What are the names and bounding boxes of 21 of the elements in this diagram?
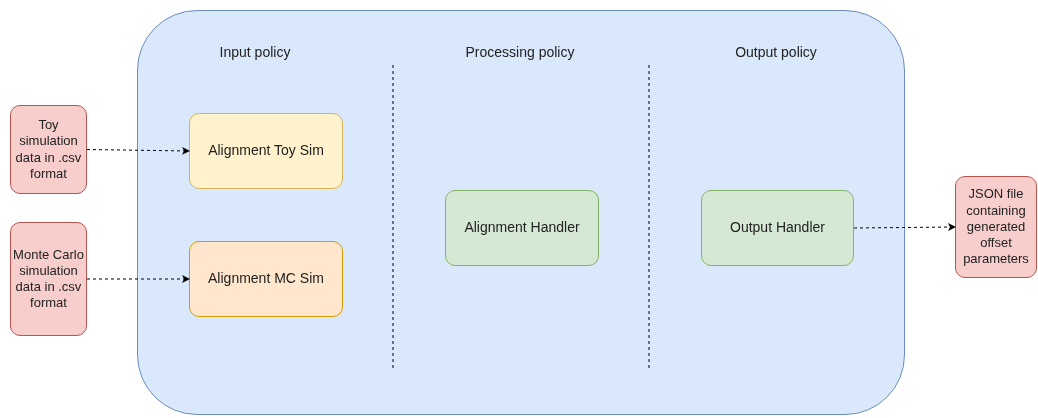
node-label: Toy simulation data in .csv format xyxy=(14,117,83,182)
process-box xyxy=(189,241,343,317)
arrow xyxy=(853,223,956,232)
node-label: Output Handler xyxy=(730,219,825,237)
node-label: Alignment Toy Sim xyxy=(208,142,324,160)
process-box xyxy=(701,190,854,266)
section-heading: Output policy xyxy=(735,44,817,60)
data-box xyxy=(10,222,87,336)
node-label: Alignment Handler xyxy=(464,219,580,237)
process-box xyxy=(189,113,343,189)
process-box xyxy=(445,190,599,266)
container-box xyxy=(137,10,905,415)
section-heading: Processing policy xyxy=(465,44,575,60)
node-label: Monte Carlo simulation data in .csv format xyxy=(13,246,84,312)
section-heading: Input policy xyxy=(219,44,291,60)
arrow xyxy=(86,275,190,283)
node-label: JSON file containing generated offset parameters xyxy=(962,186,1030,268)
data-box xyxy=(10,105,87,194)
node-label: Alignment MC Sim xyxy=(208,270,324,288)
arrow xyxy=(86,146,190,155)
data-box xyxy=(955,176,1037,278)
